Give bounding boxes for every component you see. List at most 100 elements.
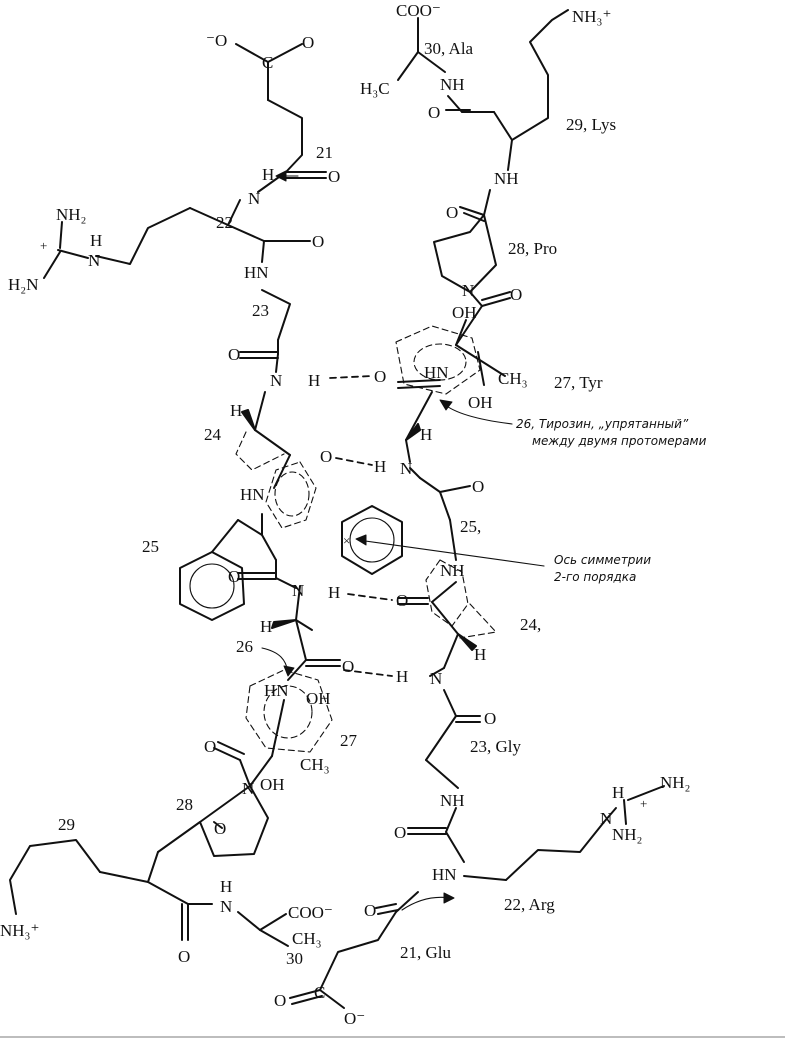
oh-tyr27-bottom: OH — [468, 393, 493, 412]
oh-tyr27-lower: OH — [306, 689, 331, 708]
nh-lys29: NH — [494, 169, 519, 188]
hn-tyr27: HN — [424, 363, 449, 382]
ch3-ala30-bottom: CH₃ — [292, 929, 322, 948]
o-pro28-lower-carbonyl: O — [204, 737, 216, 756]
label-lys29: 29, Lys — [566, 115, 616, 134]
nh-arg22-lower: NH — [440, 791, 465, 810]
phe24-upper-ring-dashed — [235, 431, 317, 529]
hydrogen-bonds — [329, 375, 393, 677]
o-minus-top: ⁻O — [206, 31, 227, 50]
h-tyr26-upper: H — [420, 425, 432, 444]
h-arg-guan: H — [90, 231, 102, 250]
ch3-tyr27: CH₃ — [498, 369, 528, 388]
residue-labels: 30, Ala 29, Lys 28, Pro 27, Tyr 21 22 23… — [58, 39, 616, 968]
plus-arg-lower: + — [640, 796, 647, 811]
o-minus-bottom: O⁻ — [344, 1009, 365, 1028]
o-phe25: O — [228, 567, 240, 586]
tyrosine-note-line2: между двумя протомерами — [532, 434, 707, 448]
n-gly23-lower: N — [430, 669, 442, 688]
plus-arg-top: + — [40, 238, 47, 253]
h-phe25-hbond: H — [374, 457, 386, 476]
oh-tyr27-lower-bottom: OH — [260, 775, 285, 794]
nh2-arg-lower-top: NH₂ — [660, 773, 690, 792]
nh2-arg-top: NH₂ — [56, 205, 86, 224]
n-pro28: N — [462, 281, 474, 300]
o-arg22-carbonyl: O — [312, 232, 324, 251]
coo-ala30-top: COO⁻ — [396, 1, 441, 20]
label-ala30: 30, Ala — [424, 39, 474, 58]
phe25-right-ring — [341, 505, 403, 575]
label-26-bottom: 26 — [236, 637, 253, 656]
nh3-lys29-top: NH₃⁺ — [572, 7, 611, 26]
hn-glu21-lower: HN — [432, 865, 457, 884]
label-28-bottom: 28 — [176, 795, 193, 814]
o-pro28: O — [446, 203, 458, 222]
h-gly23-lower: H — [396, 667, 408, 686]
label-glu21: 21, Glu — [400, 943, 452, 962]
upper-chain-bonds — [43, 9, 569, 589]
n-tyr26-lower: N — [292, 581, 304, 600]
nh2-arg-lower-bottom: NH₂ — [612, 825, 642, 844]
label-29-bottom: 29 — [58, 815, 75, 834]
o-arg22-lower: O — [394, 823, 406, 842]
nh-ala30: NH — [440, 75, 465, 94]
lower-chain-bonds — [9, 581, 665, 1009]
n-phe24: N — [270, 371, 282, 390]
hn-tyr27-lower: HN — [264, 681, 289, 700]
label-gly23: 23, Gly — [470, 737, 522, 756]
label-27-bottom: 27 — [340, 731, 358, 750]
label-pro28: 28, Pro — [508, 239, 557, 258]
o-gly23-lower: O — [484, 709, 496, 728]
c-top-glu: C — [262, 53, 273, 72]
o-phe25-upper: O — [472, 477, 484, 496]
phe24-lower-ring-dashed — [425, 559, 497, 639]
o-lys29: O — [428, 103, 440, 122]
h-phe24-hbond: H — [308, 371, 320, 390]
o-lys29-lower: O — [178, 947, 190, 966]
o-tyr26-hbond: O — [374, 367, 386, 386]
h-phe24-alpha: H — [230, 401, 242, 420]
hn-phe25: HN — [240, 485, 265, 504]
o-pro28-lower: O — [214, 819, 226, 838]
h2n-arg-top: H₂N — [8, 275, 38, 294]
n-lys29-lower: N — [220, 897, 232, 916]
o-gly23: O — [228, 345, 240, 364]
c-glu21-side-lower: C — [314, 983, 325, 1002]
h-tyr26-lower: H — [328, 583, 340, 602]
hn-gly23: HN — [244, 263, 269, 282]
bottom-edge-rule — [0, 1036, 785, 1038]
label-tyr27: 27, Tyr — [554, 373, 603, 392]
h-glu21: H — [262, 165, 274, 184]
o-tyr26-lower-carbonyl: O — [342, 657, 354, 676]
nh-phe24-lower: NH — [440, 561, 465, 580]
symmetry-axis-line2: 2-го порядка — [554, 570, 636, 584]
annotations: 26, Тирозин, „упрятанный” между двумя пр… — [343, 417, 707, 584]
coo-ala30-bottom: COO⁻ — [288, 903, 333, 922]
h3c-ala30: H₃C — [360, 79, 390, 98]
n-arg-guan-lower: N — [600, 809, 612, 828]
tyr26-upper-ring-dashed — [395, 325, 481, 395]
n-arg22: N — [248, 189, 260, 208]
label-30-bottom: 30 — [286, 949, 303, 968]
label-22-top: 22 — [216, 213, 233, 232]
label-25-left: 25 — [142, 537, 159, 556]
h-phe24-lower-alpha: H — [474, 645, 486, 664]
symmetry-axis-line1: Ось симметрии — [554, 553, 651, 567]
label-arg22: 22, Arg — [504, 895, 555, 914]
n-pro28-lower: N — [242, 779, 254, 798]
tyrosine-note-line1: 26, Тирозин, „упрятанный” — [516, 417, 689, 431]
o-glu21-carbonyl: O — [328, 167, 340, 186]
n-phe25-upper: N — [400, 459, 412, 478]
n-arg-guan: N — [88, 251, 100, 270]
annotation-arrows — [261, 170, 545, 911]
tyr26-lower-ring-dashed — [245, 669, 333, 753]
o-phe24-lower: O — [396, 591, 408, 610]
o-phe24: O — [320, 447, 332, 466]
phe25-left-ring — [179, 551, 245, 621]
label-24-right: 24, — [520, 615, 541, 634]
o-glu21-lower: O — [364, 901, 376, 920]
o-glu21-side-lower: O — [274, 991, 286, 1010]
nh3-lys29-bottom: NH₃⁺ — [0, 921, 39, 940]
label-21-top: 21 — [316, 143, 333, 162]
h-lys29-lower: H — [220, 877, 232, 896]
